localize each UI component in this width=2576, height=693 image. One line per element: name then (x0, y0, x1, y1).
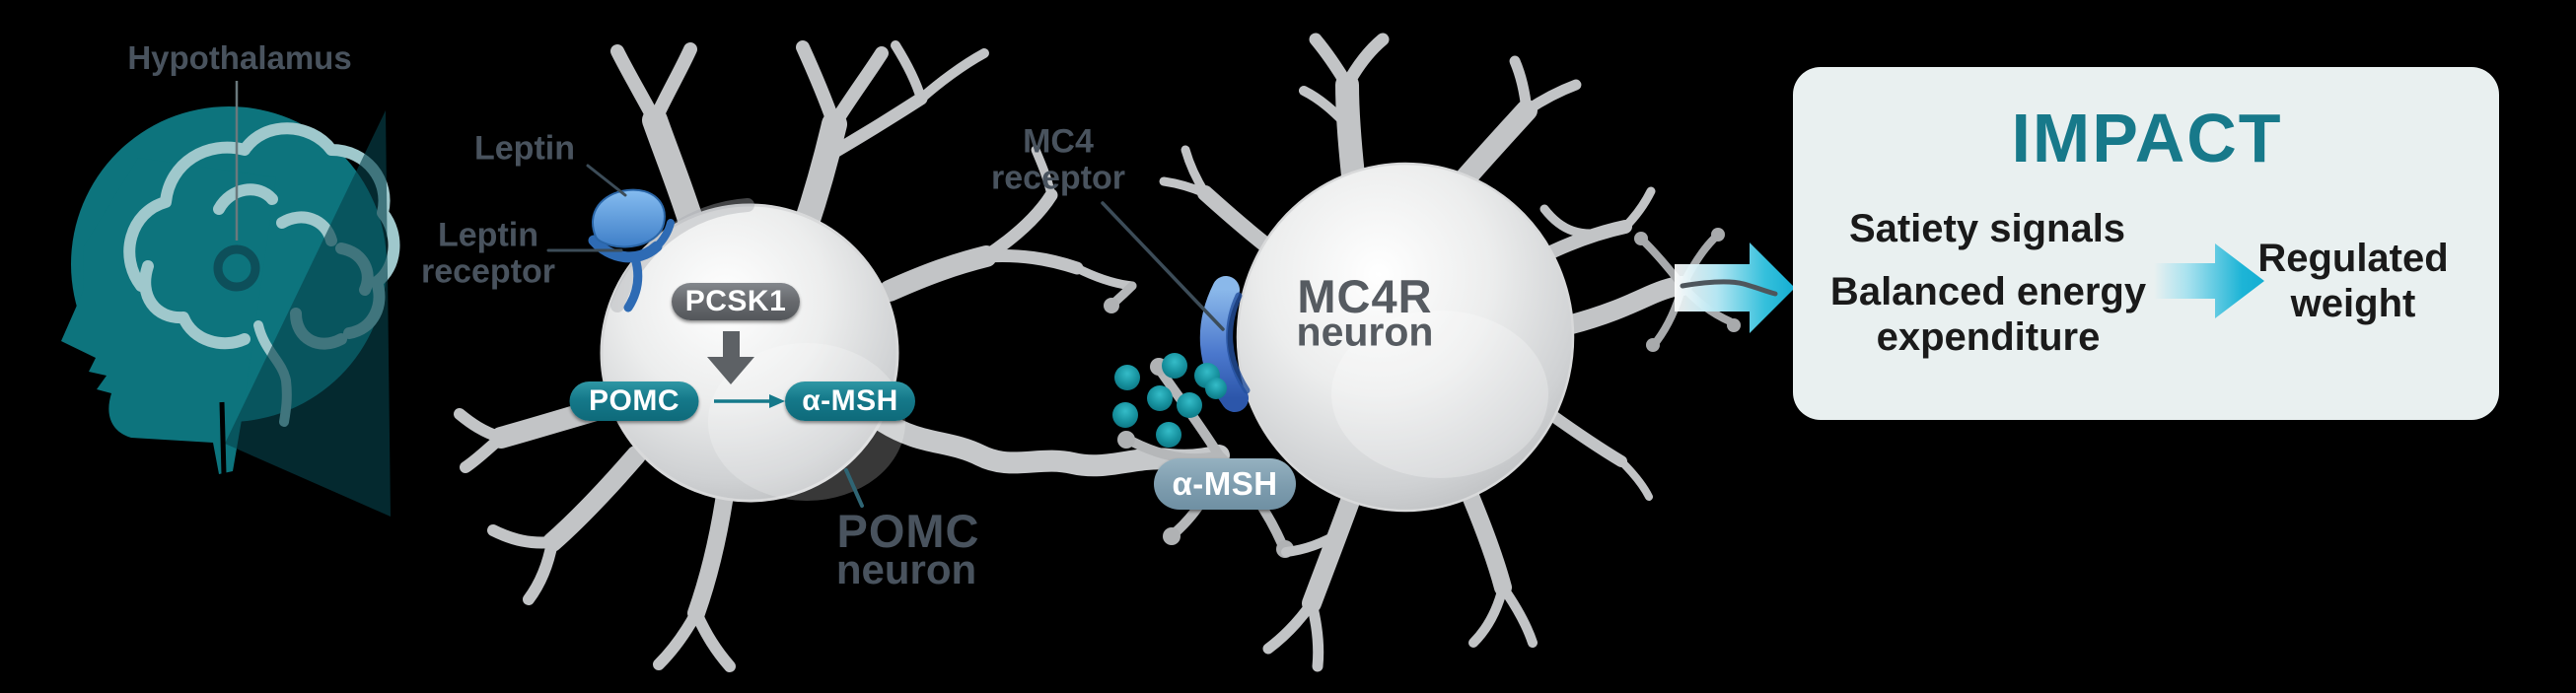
impact-result-weight: Regulated weight (2257, 237, 2449, 325)
mc4r-neuron-illustration (1159, 33, 1741, 672)
head-fold (225, 110, 391, 517)
mc4r-soma (1236, 162, 1575, 513)
leptin-label: Leptin (474, 129, 575, 168)
pomc-soma (600, 203, 899, 503)
pcsk1-pill: PCSK1 (672, 283, 800, 320)
alpha-msh-dots (1112, 353, 1227, 448)
pomc-neuron-label-line1: POMC (836, 505, 980, 558)
leptin-molecule-icon (592, 188, 666, 248)
leptin-receptor-label: Leptin receptor (420, 216, 556, 291)
mc4-receptor-icon (1199, 276, 1251, 412)
impact-arrow-icon (2154, 243, 2264, 318)
leptin-receptor-icon (588, 219, 675, 312)
pointer-lines (546, 164, 1225, 508)
pomc-neuron-label-line2: neuron (835, 545, 977, 592)
pomc-pill: POMC (569, 381, 699, 421)
mc4-receptor-pointer-line (1101, 201, 1225, 331)
impact-outcome-energy: Balanced energy expenditure (1829, 270, 2147, 359)
pcsk1-down-arrow (707, 331, 754, 384)
impact-title: IMPACT (2011, 100, 2283, 176)
mc4r-dendrites (1159, 33, 1656, 672)
impact-panel: IMPACT Satiety signals Balanced energy e… (1793, 67, 2499, 420)
mc4r-terminal-boutons (1634, 228, 1741, 352)
hypothalamus-label: Hypothalamus (127, 38, 352, 76)
hypothalamus-head-icon (61, 81, 400, 517)
mc4r-neuron-label-line2: neuron (1296, 309, 1434, 355)
mc4-receptor-label: MC4 receptor (990, 122, 1126, 197)
pomc-neuron-pointer-line (844, 468, 864, 508)
amsh-pill: α-MSH (785, 381, 915, 421)
cyan-signal-arrow (1675, 243, 1795, 333)
pomc-to-amsh-arrow (714, 394, 785, 408)
amsh-synapse-pill: α-MSH (1154, 458, 1296, 510)
impact-outcome-satiety: Satiety signals (1848, 207, 2126, 250)
hypothalamus-marker (213, 244, 260, 292)
leptin-pointer-line (586, 164, 627, 197)
axon-fiber-over-arrow (1680, 279, 1778, 297)
mc4r-neuron-label-line1: MC4R (1297, 270, 1433, 323)
